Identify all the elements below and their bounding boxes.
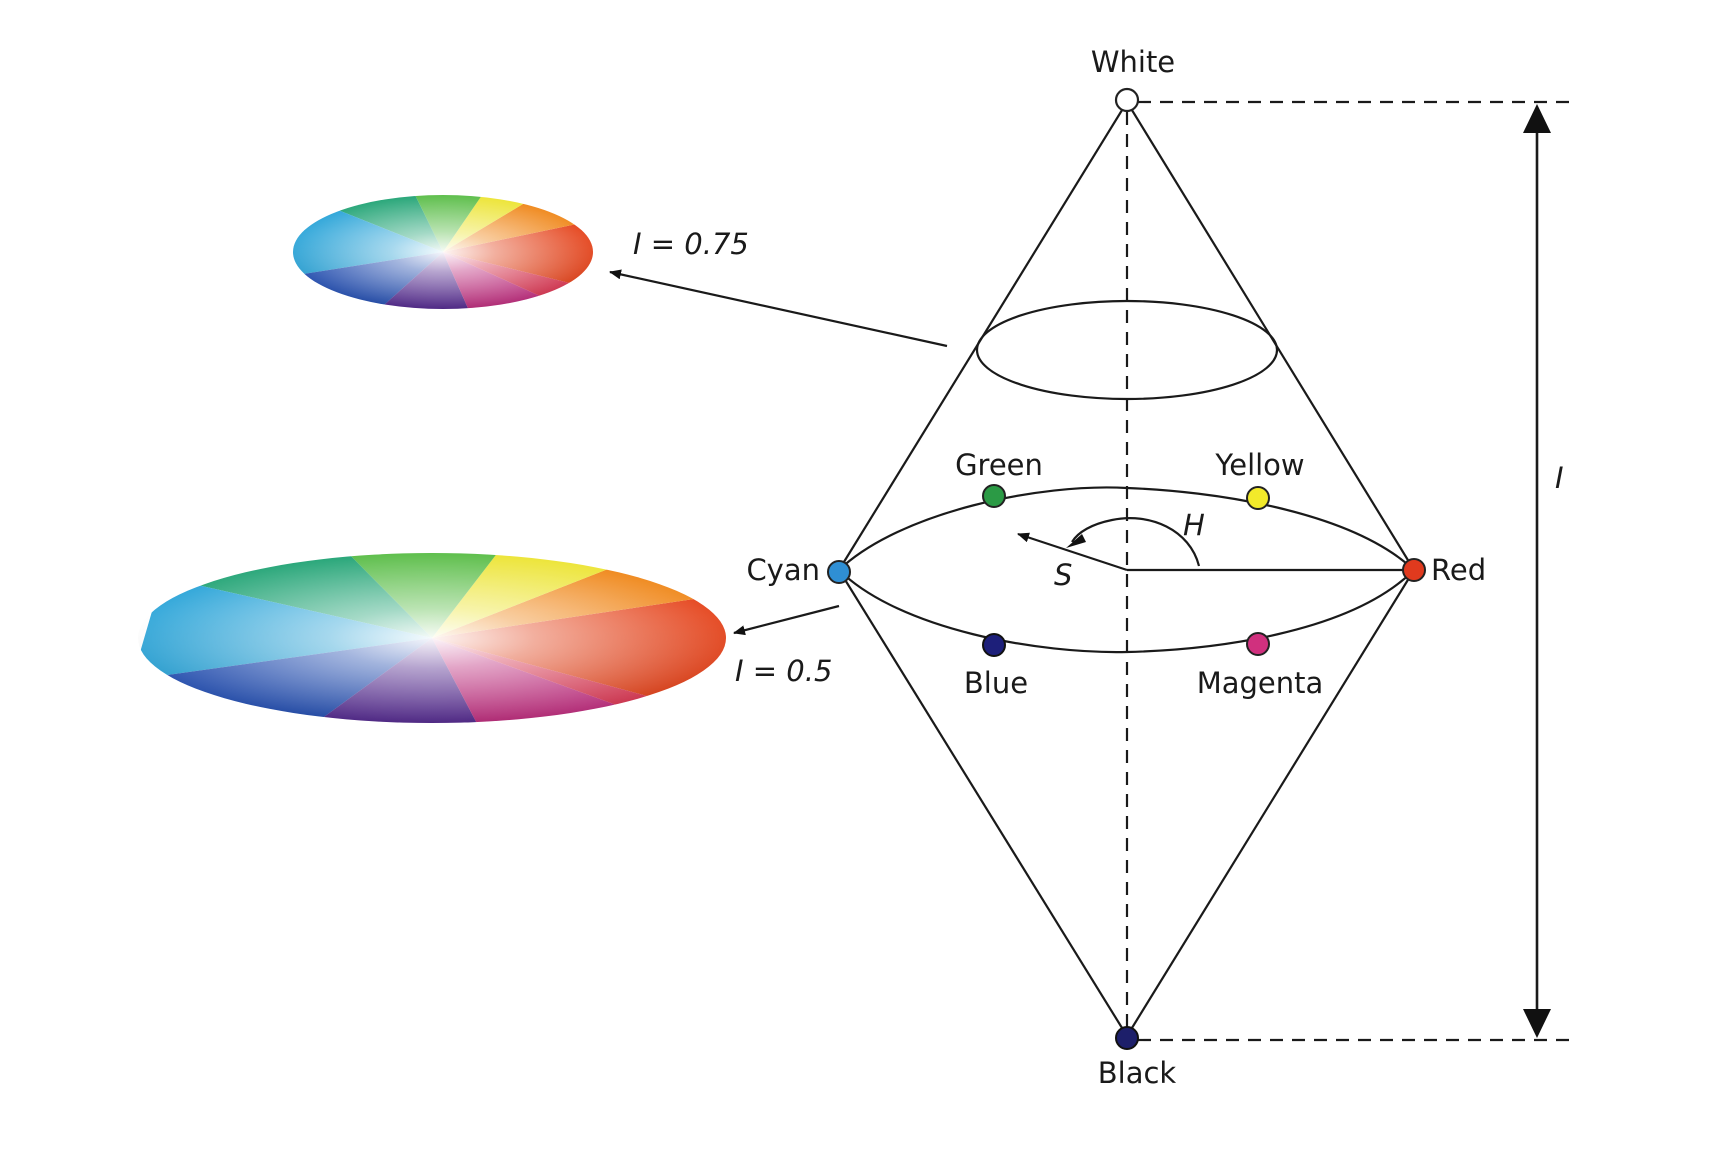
hue-disc-intensity-05 (138, 553, 726, 723)
blue-point (982, 633, 1006, 657)
magenta-label: Magenta (1197, 666, 1324, 700)
black-point (1115, 1026, 1139, 1050)
white-point (1114, 87, 1140, 113)
yellow-point (1246, 486, 1270, 510)
hue-label: H (1183, 508, 1205, 542)
intensity-075-label: I = 0.75 (633, 227, 749, 261)
saturation-vector (1017, 532, 1128, 572)
white-label: White (1091, 45, 1175, 79)
cyan-label: Cyan (746, 553, 820, 587)
intensity-double-arrow (1523, 104, 1551, 1038)
intensity-label: I (1555, 461, 1564, 495)
red-label: Red (1431, 553, 1486, 587)
red-point (1402, 558, 1426, 582)
hue-angle-arrowhead (1066, 534, 1086, 548)
cyan-point (827, 560, 851, 584)
intensity-05-label: I = 0.5 (735, 654, 832, 688)
green-label: Green (955, 448, 1043, 482)
arrow-to-disc-05 (733, 604, 840, 636)
green-point (982, 484, 1006, 508)
black-label: Black (1098, 1056, 1177, 1090)
blue-label: Blue (964, 666, 1028, 700)
arrow-to-disc-075 (609, 269, 948, 348)
saturation-label: S (1054, 558, 1072, 592)
yellow-label: Yellow (1214, 448, 1304, 482)
magenta-point (1246, 632, 1270, 656)
hue-disc-intensity-075 (293, 195, 593, 309)
hue-angle-arc (1071, 517, 1201, 567)
